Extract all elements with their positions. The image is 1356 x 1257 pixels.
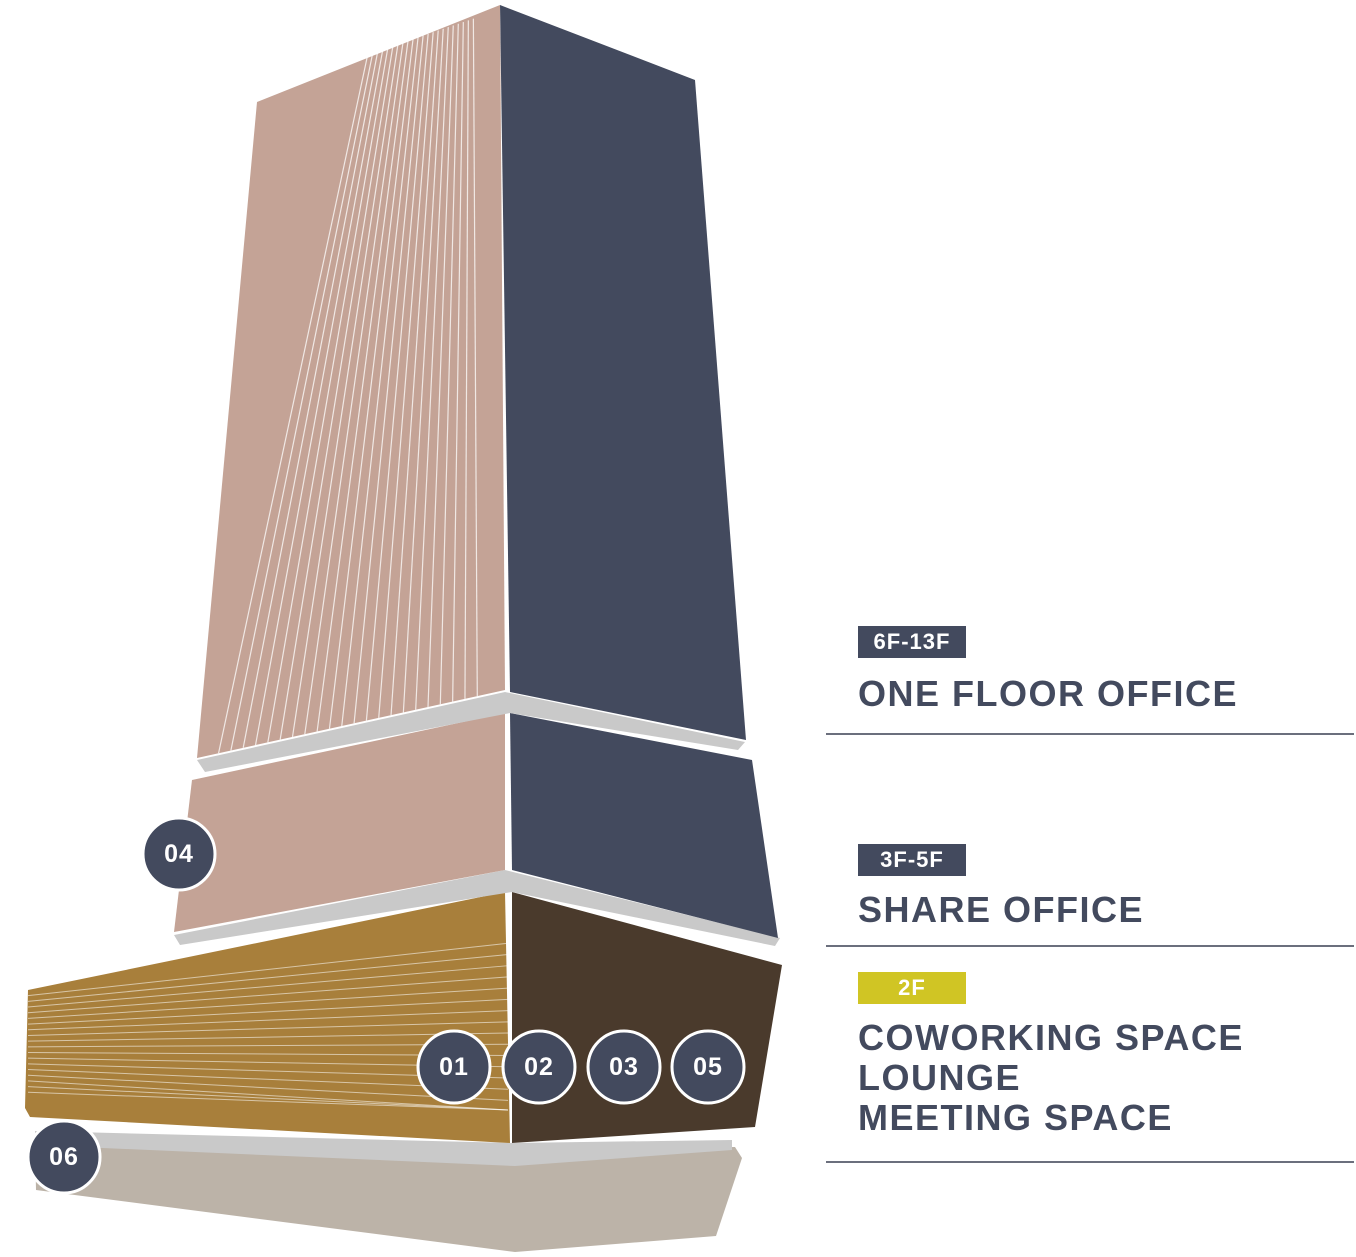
slab-6f <box>197 692 745 772</box>
facade-line <box>464 20 469 699</box>
facade-line <box>279 45 394 740</box>
facade-line <box>378 32 434 718</box>
podium-line <box>27 1032 509 1042</box>
facade-line <box>415 27 449 710</box>
ground-floor-block <box>35 1131 742 1252</box>
usage-meeting-space: MEETING SPACE <box>858 1097 1173 1138</box>
podium-line <box>27 1074 509 1101</box>
facade-line <box>472 18 478 697</box>
marker-05[interactable]: 05 <box>670 1029 746 1105</box>
facade-line <box>341 37 419 727</box>
divider <box>826 945 1354 947</box>
facade-line <box>267 47 389 743</box>
podium-line <box>27 942 509 997</box>
podium-line <box>27 976 509 1014</box>
facade-line <box>365 33 429 721</box>
usage-lounge: LOUNGE <box>858 1057 1022 1098</box>
podium-stripes <box>27 942 509 1111</box>
share-office-block <box>174 713 778 938</box>
usage-one-floor-office: ONE FLOOR OFFICE <box>858 673 1238 714</box>
podium-line <box>27 965 509 1008</box>
slab-3f <box>174 870 780 946</box>
usage-coworking-space: COWORKING SPACE <box>858 1017 1244 1058</box>
facade-line <box>254 48 384 746</box>
marker-02[interactable]: 02 <box>501 1029 577 1105</box>
tower-stripes <box>217 18 478 754</box>
facade-line <box>439 23 459 705</box>
facade-line <box>390 30 439 716</box>
facade-line <box>304 42 404 735</box>
legend-3f-5f: 3F-5F SHARE OFFICE <box>826 844 1354 950</box>
podium-2f-block <box>25 892 782 1143</box>
facade-line <box>402 28 444 713</box>
facade-line <box>353 35 424 724</box>
floor-badge-3f-5f: 3F-5F <box>858 844 966 876</box>
marker-01[interactable]: 01 <box>416 1029 492 1105</box>
podium-line <box>27 1010 509 1031</box>
facade-line <box>217 53 369 754</box>
marker-06[interactable]: 06 <box>26 1119 102 1195</box>
facade-line <box>452 22 464 702</box>
podium-line <box>27 1080 509 1111</box>
facade-line <box>328 38 414 729</box>
facade-line <box>427 25 454 708</box>
marker-04[interactable]: 04 <box>141 816 217 892</box>
svg-text:04: 04 <box>164 840 194 868</box>
legend-6f-13f: 6F-13F ONE FLOOR OFFICE <box>826 626 1354 738</box>
podium-line <box>27 1021 509 1036</box>
legend-2f: 2F COWORKING SPACE LOUNGE MEETING SPACE <box>826 972 1354 1168</box>
facade-line <box>316 40 409 732</box>
divider <box>826 1161 1354 1163</box>
podium-line <box>27 998 509 1025</box>
podium-line <box>27 1086 509 1111</box>
podium-line <box>27 987 509 1019</box>
office-tower-block <box>197 5 746 758</box>
svg-text:03: 03 <box>609 1053 639 1081</box>
floor-badge-6f-13f: 6F-13F <box>858 626 966 658</box>
facade-line <box>230 52 374 751</box>
podium-line <box>27 1091 509 1111</box>
marker-03[interactable]: 03 <box>586 1029 662 1105</box>
usage-share-office: SHARE OFFICE <box>858 889 1145 930</box>
facade-line <box>242 50 379 748</box>
floor-badge-2f: 2F <box>858 972 966 1004</box>
svg-text:01: 01 <box>439 1053 469 1081</box>
divider <box>826 733 1354 735</box>
svg-text:05: 05 <box>693 1053 723 1081</box>
svg-text:02: 02 <box>524 1053 554 1081</box>
podium-line <box>27 953 509 1002</box>
facade-line <box>291 43 399 738</box>
svg-text:06: 06 <box>49 1143 79 1171</box>
